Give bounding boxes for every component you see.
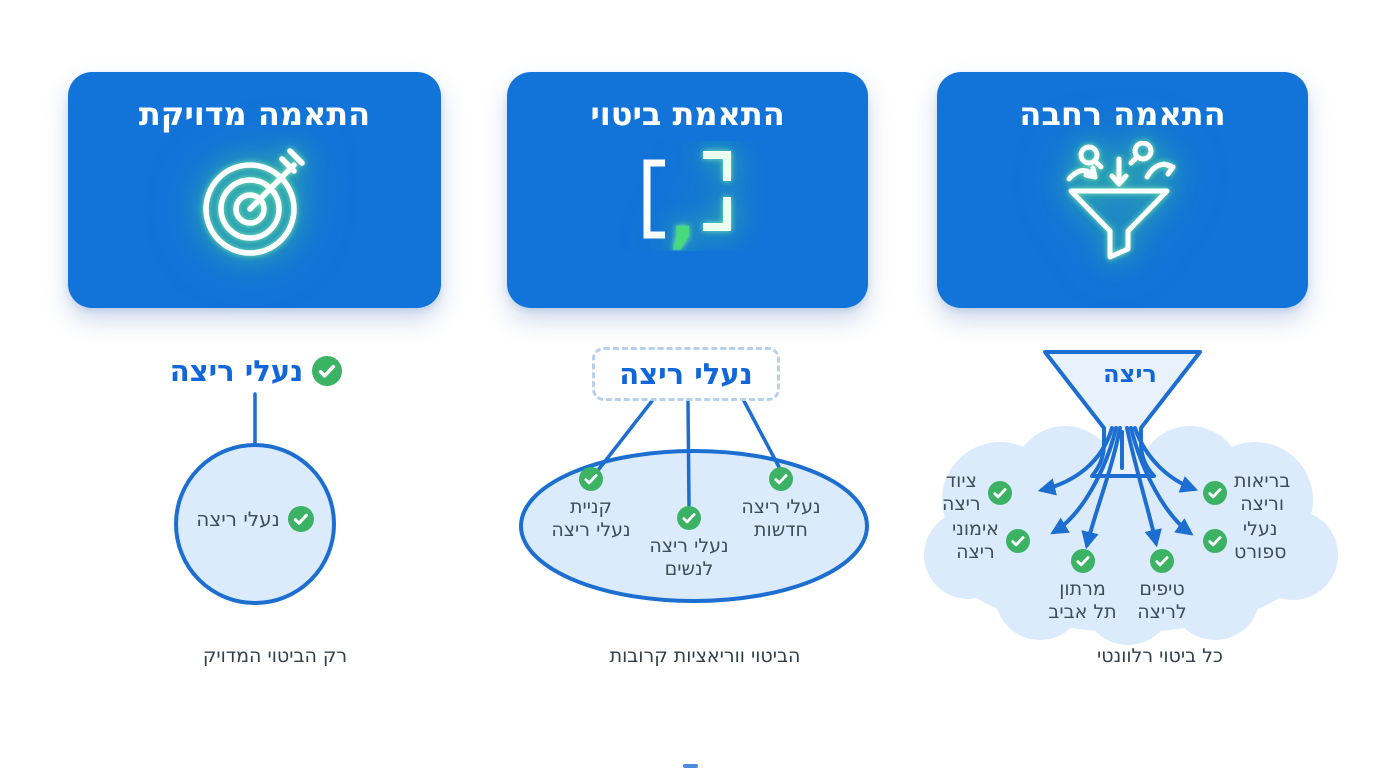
broad-keyword-text: ריצה [1103,360,1157,388]
check-icon [1005,529,1030,554]
broad-arrows [1037,426,1199,550]
broad-match-term-text: ציוד ריצה [942,470,981,516]
target-dart-icon [194,141,316,267]
funnel-icon [1053,140,1193,273]
check-icon [287,506,314,532]
phrase-match-term: נעלי ריצה לנשים [634,506,744,581]
card-title-exact-match: התאמה מדויקת [138,95,371,133]
check-icon [677,506,701,530]
check-icon [579,467,603,491]
broad-match-term: טיפים לריצה [1122,549,1202,624]
card-broad-match: התאמה רחבה [937,72,1308,308]
check-icon [769,467,793,491]
phrase-keyword-box: נעלי ריצה [592,347,780,401]
broad-match-term-text: נעלי ספורט [1234,518,1287,564]
broad-match-term: אימוני ריצה [952,518,1030,564]
exact-keyword-label: נעלי ריצה [150,354,362,388]
bottom-crop-mark [683,764,698,768]
broad-match-term-text: אימוני ריצה [952,518,999,564]
exact-caption: רק הביטוי המדויק [202,645,348,667]
broad-match-term-text: מרתון תל אביב [1048,578,1117,624]
svg-text:,: , [669,172,696,251]
card-title-broad-match: התאמה רחבה [1019,95,1226,133]
broad-match-term: ציוד ריצה [942,470,1012,516]
phrase-keyword-text: נעלי ריצה [619,357,753,391]
check-icon [1203,529,1227,554]
card-phrase-match: התאמת ביטוי , [507,72,868,308]
check-icon [1150,549,1174,573]
broad-match-term-text: בריאות וריצה [1234,470,1291,516]
check-icon [987,481,1012,506]
phrase-match-term-text: נעלי ריצה חדשות [741,496,821,542]
check-icon [1070,549,1095,573]
phrase-match-term-text: נעלי ריצה לנשים [649,535,729,581]
phrase-match-term: קניית נעלי ריצה [541,467,641,542]
exact-match-term-text: נעלי ריצה [196,506,280,531]
brackets-comma-icon: , [613,141,763,256]
check-icon [1203,481,1227,506]
card-exact-match: התאמה מדויקת [68,72,441,308]
broad-match-term: מרתון תל אביב [1040,549,1125,624]
exact-match-term: נעלי ריצה [177,506,333,532]
exact-keyword-text: נעלי ריצה [169,354,304,388]
phrase-caption: הביטוי ווריאציות קרובות [609,645,801,667]
broad-caption: כל ביטוי רלוונטי [1097,645,1223,667]
check-icon [312,356,343,386]
phrase-match-term-text: קניית נעלי ריצה [551,496,631,542]
card-title-phrase-match: התאמת ביטוי [590,95,785,133]
broad-match-term: בריאות וריצה [1203,470,1290,516]
broad-match-term: נעלי ספורט [1203,518,1286,564]
phrase-match-term: נעלי ריצה חדשות [726,467,836,542]
broad-match-term-text: טיפים לריצה [1137,578,1187,624]
